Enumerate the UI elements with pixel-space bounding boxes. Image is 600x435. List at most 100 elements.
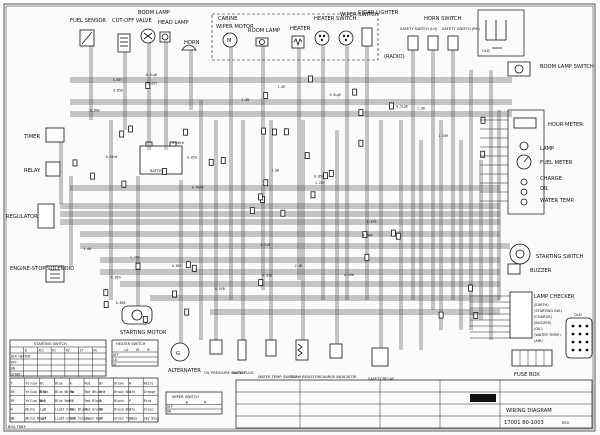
connector (323, 172, 328, 180)
heater-switch-table-title: HEATER SWITCH (116, 342, 146, 346)
horn-component: HORN (181, 40, 200, 51)
wire-code: 0.85B (314, 175, 324, 179)
starting-switch-table-title: STARTING SWITCH (34, 342, 67, 346)
heater-switch-label: HEATER SWITCH (314, 16, 356, 22)
connector (142, 315, 148, 323)
connector (390, 229, 396, 237)
connector (220, 157, 226, 164)
safety-switch-right-component: SAFETY SWITCH (RH) (442, 27, 481, 51)
svg-text:M: M (227, 38, 231, 44)
legend-cell: LgY (40, 417, 46, 421)
legend-cell: Green Red (85, 417, 102, 421)
lamp-checker-item: (AIR) (534, 339, 543, 343)
relay-component: RELAY (24, 161, 61, 177)
connector (358, 109, 364, 116)
legend-cell: RW (70, 390, 74, 394)
wire-code: 0.5LgR (396, 104, 408, 108)
table-header: ACC (38, 349, 44, 353)
connector (191, 264, 197, 272)
connector (121, 180, 127, 188)
legend-cell: Black White (114, 408, 135, 412)
legend-cell: W (129, 381, 131, 385)
connector (271, 128, 277, 136)
connector (280, 209, 286, 217)
connector (162, 167, 167, 175)
connector (183, 128, 188, 136)
cabine-group-box (211, 13, 379, 61)
table-row-label: OFF (113, 353, 119, 357)
legend-cell: Yellow (25, 381, 37, 385)
legend-cell: Pink (144, 399, 152, 403)
legend-cell: Bl (40, 381, 44, 385)
lamp-checker-item: (BUZZER) (534, 321, 552, 325)
wire-code: 0.5RW (344, 273, 354, 277)
title-block: WIRING DIAGRAM 17001 80-1003 REV. (235, 379, 593, 429)
table-row-label: LO (113, 358, 117, 362)
connector (103, 301, 109, 309)
connector (172, 290, 178, 298)
table-header: B (25, 349, 27, 353)
wire-code: 0.85G (111, 276, 121, 280)
wire-code: 0.85B (263, 274, 273, 278)
wiper-switch-label: WIPER SWITCH (340, 12, 379, 18)
connector (90, 172, 95, 180)
safety-relay-component: SAFETY RELAY (368, 347, 395, 381)
boom-lamp-switch-label: BOOM LAMP SWITCH (540, 64, 594, 70)
lamp-checker-item: (CHARGE) (534, 315, 553, 319)
boom-lamp-label: BOOM LAMP (138, 10, 170, 16)
cabine-label: CABINE (218, 16, 237, 22)
charge-indicator-label: CHARGE INDICATOR (320, 375, 357, 379)
svg-text:G: G (176, 351, 180, 357)
legend-cell: GrR (70, 417, 76, 421)
wire-code: 0.85G (113, 89, 123, 93)
horn-switch-component: HORN SWITCH (424, 16, 462, 51)
connector (283, 128, 289, 136)
connector (304, 152, 310, 160)
connector (480, 150, 486, 158)
wire-code: 3.0B (271, 168, 279, 172)
legend-cell: B (99, 399, 101, 403)
connector (328, 169, 334, 177)
water-temp-switch-component: WATER TEMP. SWITCH (258, 339, 297, 379)
wire-code-labels: 0.85B0.85B0.85B1.25R1.25R1.25R0.5RW0.5RW… (83, 73, 448, 305)
connector (145, 82, 151, 89)
legend-cell: LgB (40, 408, 46, 412)
regulator-label: REGULATOR (6, 214, 38, 220)
legend-cell: Brown (114, 381, 124, 385)
room-lamp-component: ROOM LAMP (248, 28, 280, 47)
glow-resistor-component: GLOW RESISTOR (290, 339, 321, 379)
lamp-checker-item: (OIL) (534, 327, 543, 331)
legend-cell: RB (70, 399, 74, 403)
legend-cell: Sky Blue (144, 417, 159, 421)
legend-cell: RG (70, 408, 74, 412)
legend-cell: BrW (99, 390, 105, 394)
connector (72, 159, 78, 167)
table-header: LO (125, 348, 129, 352)
lamp-checker-label: LAMP CHECKER (534, 294, 575, 300)
sheet-border (3, 3, 596, 432)
legend-cell: GY (99, 417, 103, 421)
wire-code: 3.0B (241, 98, 249, 102)
connector (362, 231, 368, 239)
engine-stop-solenoid-component: ENGINE-STOP SOLENOID (10, 265, 74, 283)
table-header: ST (80, 349, 84, 353)
wire-code: 0.5BrW (106, 155, 118, 159)
wire-code: 0.5BrW (172, 141, 184, 145)
legend-cell: Brown White (114, 390, 135, 394)
engine-stop-solenoid-label: ENGINE-STOP SOLENOID (10, 266, 74, 272)
glow-plug-component: GLOW PLUG (232, 339, 254, 375)
water-temp-switch-label: WATER TEMP. SWITCH (258, 375, 297, 379)
wiring-harness (59, 42, 512, 350)
charge-indicator-component: CHARGE INDICATOR (320, 343, 357, 379)
legend-cell: Light Green Black (55, 408, 88, 412)
legend-cell: Green (144, 408, 154, 412)
switch-symbol-box (477, 9, 525, 57)
hour-meter-label: HOUR METER (548, 122, 583, 128)
connector (261, 127, 267, 135)
cut-off-valve-label: CUT-OFF VALVE (112, 18, 152, 24)
legend-cell: Red Green (85, 408, 102, 412)
heater-label: HEATER (290, 26, 311, 32)
